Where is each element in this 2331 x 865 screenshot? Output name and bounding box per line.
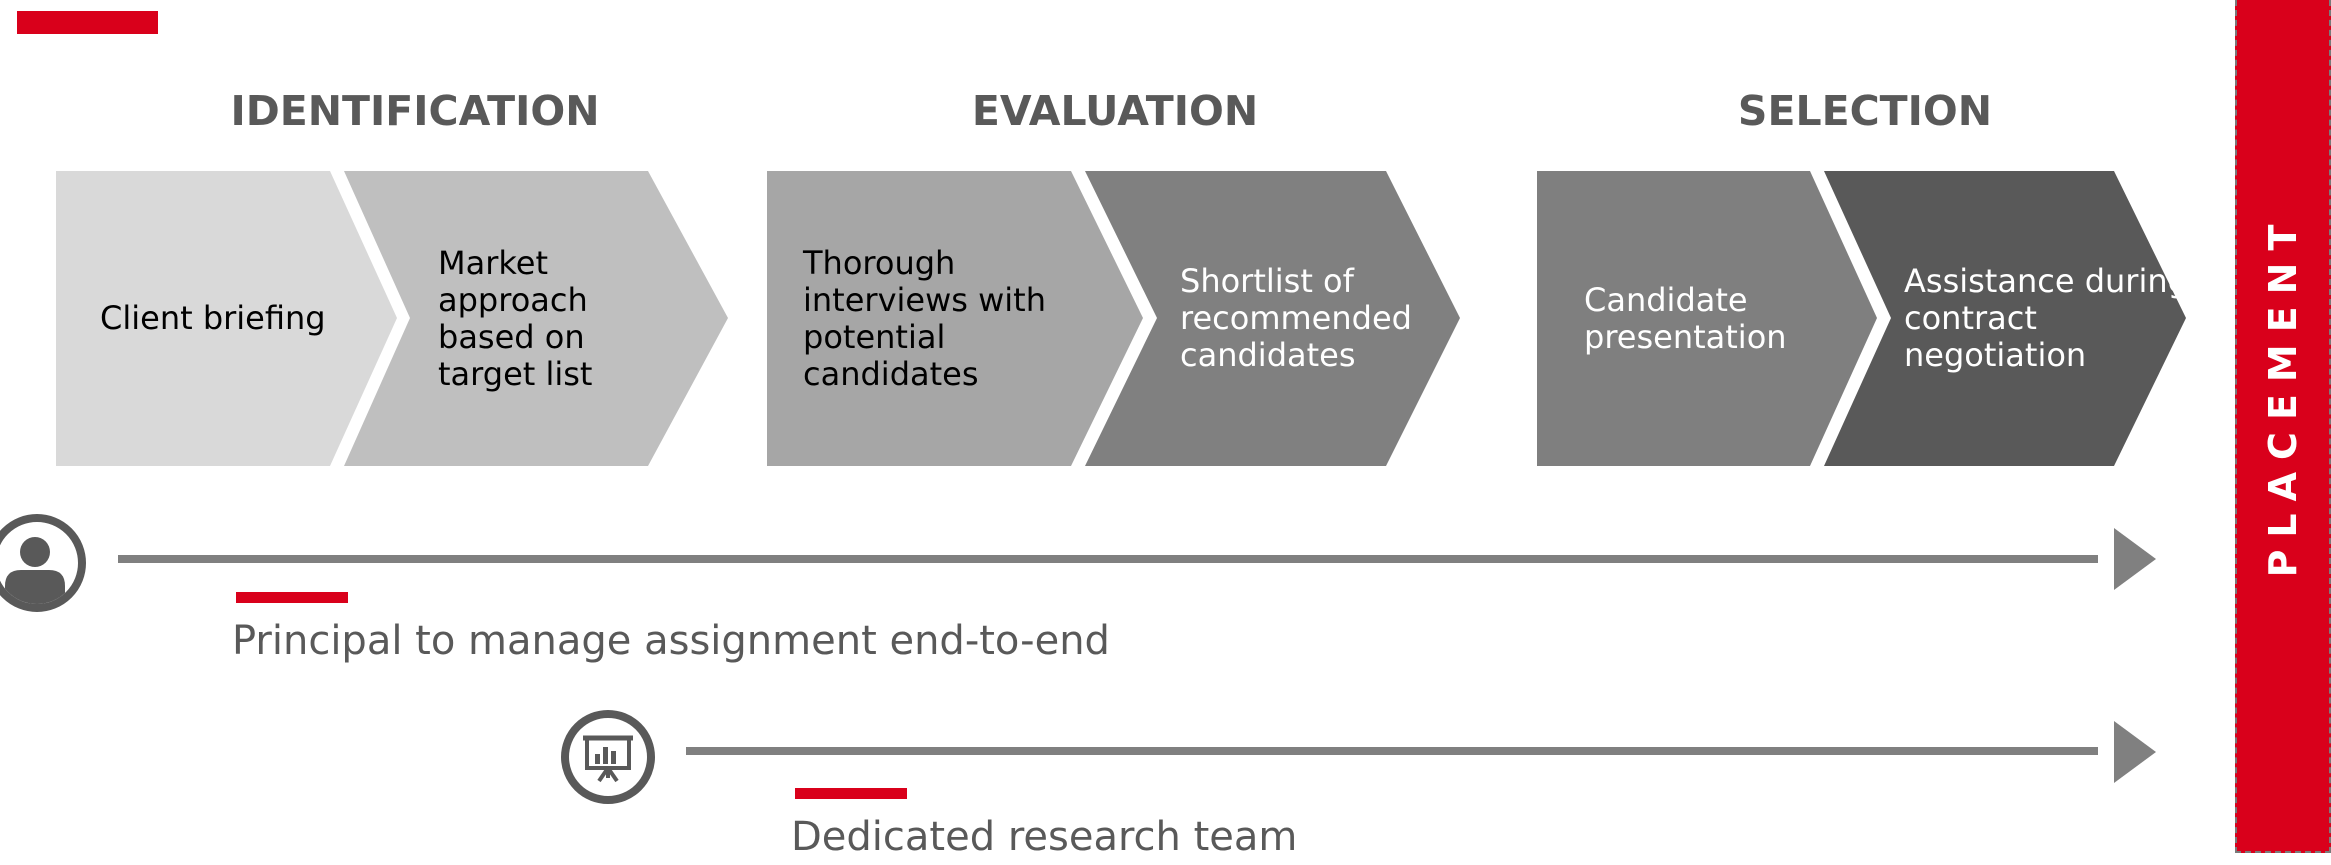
chevron-shortlist	[1085, 171, 1460, 466]
placement-label: PLACEMENT	[2261, 212, 2305, 578]
placement-bar	[2235, 0, 2331, 853]
step-label-shortlist: Shortlist of recommended candidates	[1180, 262, 1412, 374]
chevron-market-approach	[344, 171, 728, 466]
track-label-research: Dedicated research team	[791, 814, 1298, 860]
track-line-principal	[118, 555, 2098, 563]
track-line-research	[686, 747, 2098, 755]
chevron-contract-negotiation	[1824, 171, 2186, 466]
person-icon	[0, 514, 86, 612]
corner-accent-bar	[17, 11, 158, 34]
track-arrow-research	[2114, 721, 2156, 783]
chevron-client-briefing	[56, 171, 397, 466]
phase-title-identification: IDENTIFICATION	[230, 87, 600, 135]
step-label-candidate-presentation: Candidate presentation	[1584, 280, 1787, 356]
step-label-client-briefing: Client briefing	[100, 299, 326, 337]
chevron-candidate-presentation	[1537, 171, 1877, 466]
track-arrow-principal	[2114, 528, 2156, 590]
step-label-market-approach: Market approach based on target list	[438, 243, 593, 393]
track-accent-principal	[236, 592, 348, 603]
presentation-board-icon	[561, 710, 655, 804]
step-label-contract-negotiation: Assistance during contract negotiation	[1904, 262, 2188, 374]
phase-title-selection: SELECTION	[1737, 87, 1993, 135]
track-label-principal: Principal to manage assignment end-to-en…	[232, 618, 1110, 664]
step-label-thorough-interviews: Thorough interviews with potential candi…	[803, 243, 1046, 393]
chevron-thorough-interviews	[767, 171, 1143, 466]
phase-title-evaluation: EVALUATION	[971, 87, 1259, 135]
track-accent-research	[795, 788, 907, 799]
